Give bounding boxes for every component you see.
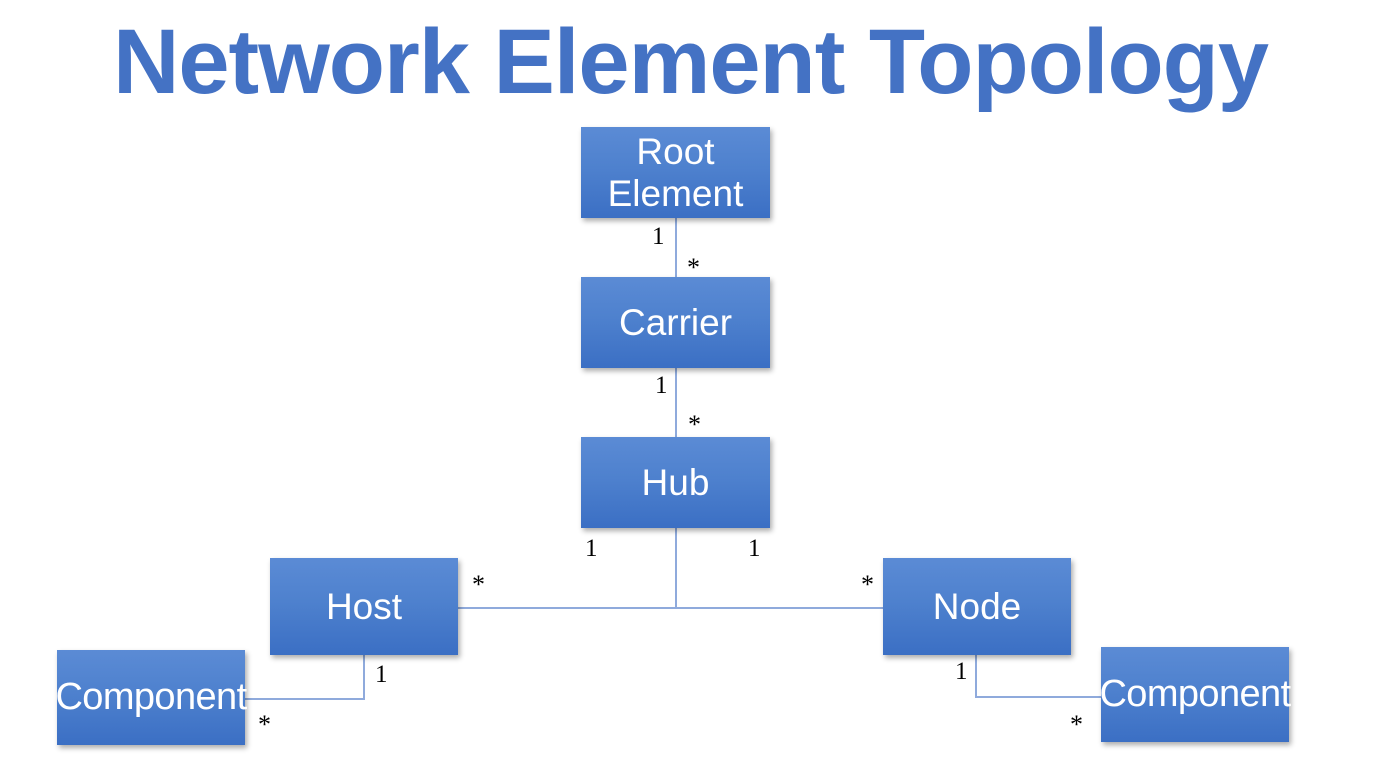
multiplicity-node-many: * — [861, 570, 874, 599]
node-box-component-right[interactable]: Component — [1099, 647, 1291, 742]
multiplicity-carrier-to-hub-many: * — [688, 410, 701, 439]
node-box-host[interactable]: Host — [270, 558, 458, 655]
connector-host-to-component-left — [245, 698, 365, 700]
multiplicity-root-to-carrier-one: 1 — [652, 223, 665, 250]
connector-carrier-to-hub — [675, 368, 677, 438]
connector-root-to-carrier — [675, 218, 677, 278]
multiplicity-node-to-component-one: 1 — [955, 658, 968, 685]
multiplicity-hub-to-node-one: 1 — [748, 535, 761, 562]
node-box-carrier[interactable]: Carrier — [581, 277, 770, 368]
multiplicity-component-left-many: * — [258, 710, 271, 739]
node-box-hub[interactable]: Hub — [581, 437, 770, 528]
multiplicity-host-many: * — [472, 570, 485, 599]
connector-node-to-component-right — [975, 696, 1103, 698]
node-box-node[interactable]: Node — [883, 558, 1071, 655]
multiplicity-component-right-many: * — [1070, 710, 1083, 739]
multiplicity-hub-to-host-one: 1 — [585, 535, 598, 562]
connector-hub-drop — [675, 528, 677, 609]
connector-node-drop — [975, 655, 977, 698]
page-title: Network Element Topology — [112, 11, 1269, 113]
connector-host-drop — [363, 655, 365, 700]
connector-host-node-trunk — [457, 607, 884, 609]
multiplicity-carrier-to-hub-one: 1 — [655, 372, 668, 399]
node-box-component-left[interactable]: Component — [55, 650, 247, 745]
node-box-root-element[interactable]: Root Element — [581, 127, 770, 218]
multiplicity-host-to-component-one: 1 — [375, 661, 388, 688]
multiplicity-root-to-carrier-many: * — [687, 253, 700, 282]
